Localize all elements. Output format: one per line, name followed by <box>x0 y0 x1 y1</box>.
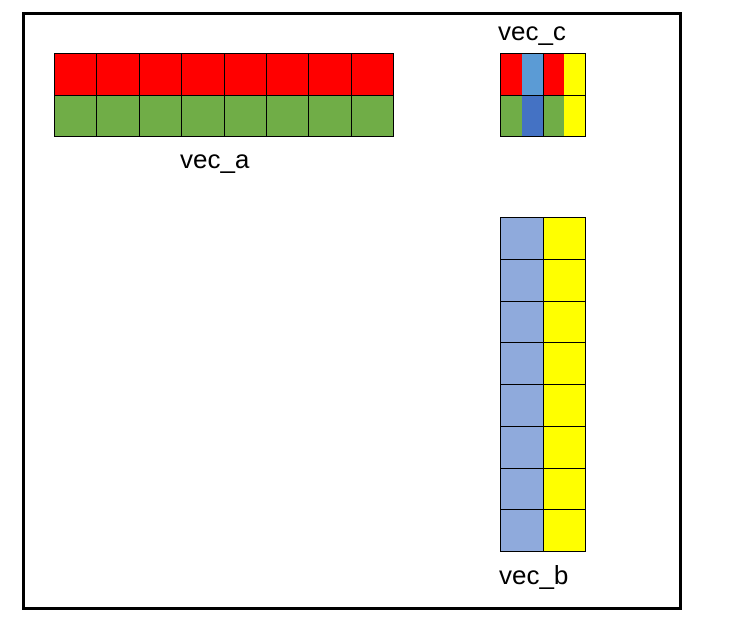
vec-b-cell <box>501 426 544 469</box>
vec-c-cell-half <box>564 95 585 136</box>
vec-a-cell <box>182 95 225 137</box>
vec-c-cell <box>501 54 544 96</box>
vec-a-cell <box>139 54 183 96</box>
vec-a-cell <box>97 54 140 96</box>
vec-a-cell <box>309 95 352 137</box>
vec-a-label: vec_a <box>180 144 250 174</box>
vec-c-cell <box>543 54 586 96</box>
vec-b-cell <box>501 301 544 344</box>
vec-c-cell-half <box>501 95 522 136</box>
vec-c-cell-half <box>543 54 565 95</box>
vec-a-cell <box>97 95 140 137</box>
vec-b-cell <box>543 218 586 260</box>
vec-b-cell <box>501 468 544 511</box>
vec-b-cell <box>543 426 586 469</box>
vec-a-cell <box>139 95 183 137</box>
vec-b-cell <box>501 259 544 302</box>
vec-b-cell <box>501 218 544 260</box>
vec-c-grid <box>500 53 586 137</box>
vec-a-cell <box>351 95 394 137</box>
vec-a-cell <box>224 95 267 137</box>
vec-c-cell-half <box>543 95 565 136</box>
vec-a-cell <box>55 54 98 96</box>
vec-b-cell <box>543 468 586 511</box>
vec-c-cell-half <box>521 54 543 95</box>
vec-b-label: vec_b <box>499 560 569 590</box>
vec-b-cell <box>543 301 586 344</box>
vec-b-cell <box>543 510 586 552</box>
vec-c-cell <box>501 95 544 137</box>
vec-b-grid <box>500 217 586 552</box>
vec-a-cell <box>266 54 310 96</box>
vec-b-cell <box>501 385 544 427</box>
vec-b-cell <box>501 510 544 552</box>
vec-a-cell <box>55 95 98 137</box>
vec-a-cell <box>266 95 310 137</box>
vec-a-cell <box>351 54 394 96</box>
vec-c-label: vec_c <box>498 16 566 46</box>
vec-c-cell-half <box>521 95 543 136</box>
vec-b-cell <box>543 259 586 302</box>
vec-b-cell <box>501 343 544 385</box>
vec-b-cell <box>543 343 586 385</box>
vec-c-cell <box>543 95 586 137</box>
vec-b-cell <box>543 385 586 427</box>
vec-a-grid <box>54 53 394 137</box>
vec-a-cell <box>309 54 352 96</box>
vec-c-cell-half <box>501 54 522 95</box>
vec-a-cell <box>224 54 267 96</box>
vec-a-cell <box>182 54 225 96</box>
vec-c-cell-half <box>564 54 585 95</box>
